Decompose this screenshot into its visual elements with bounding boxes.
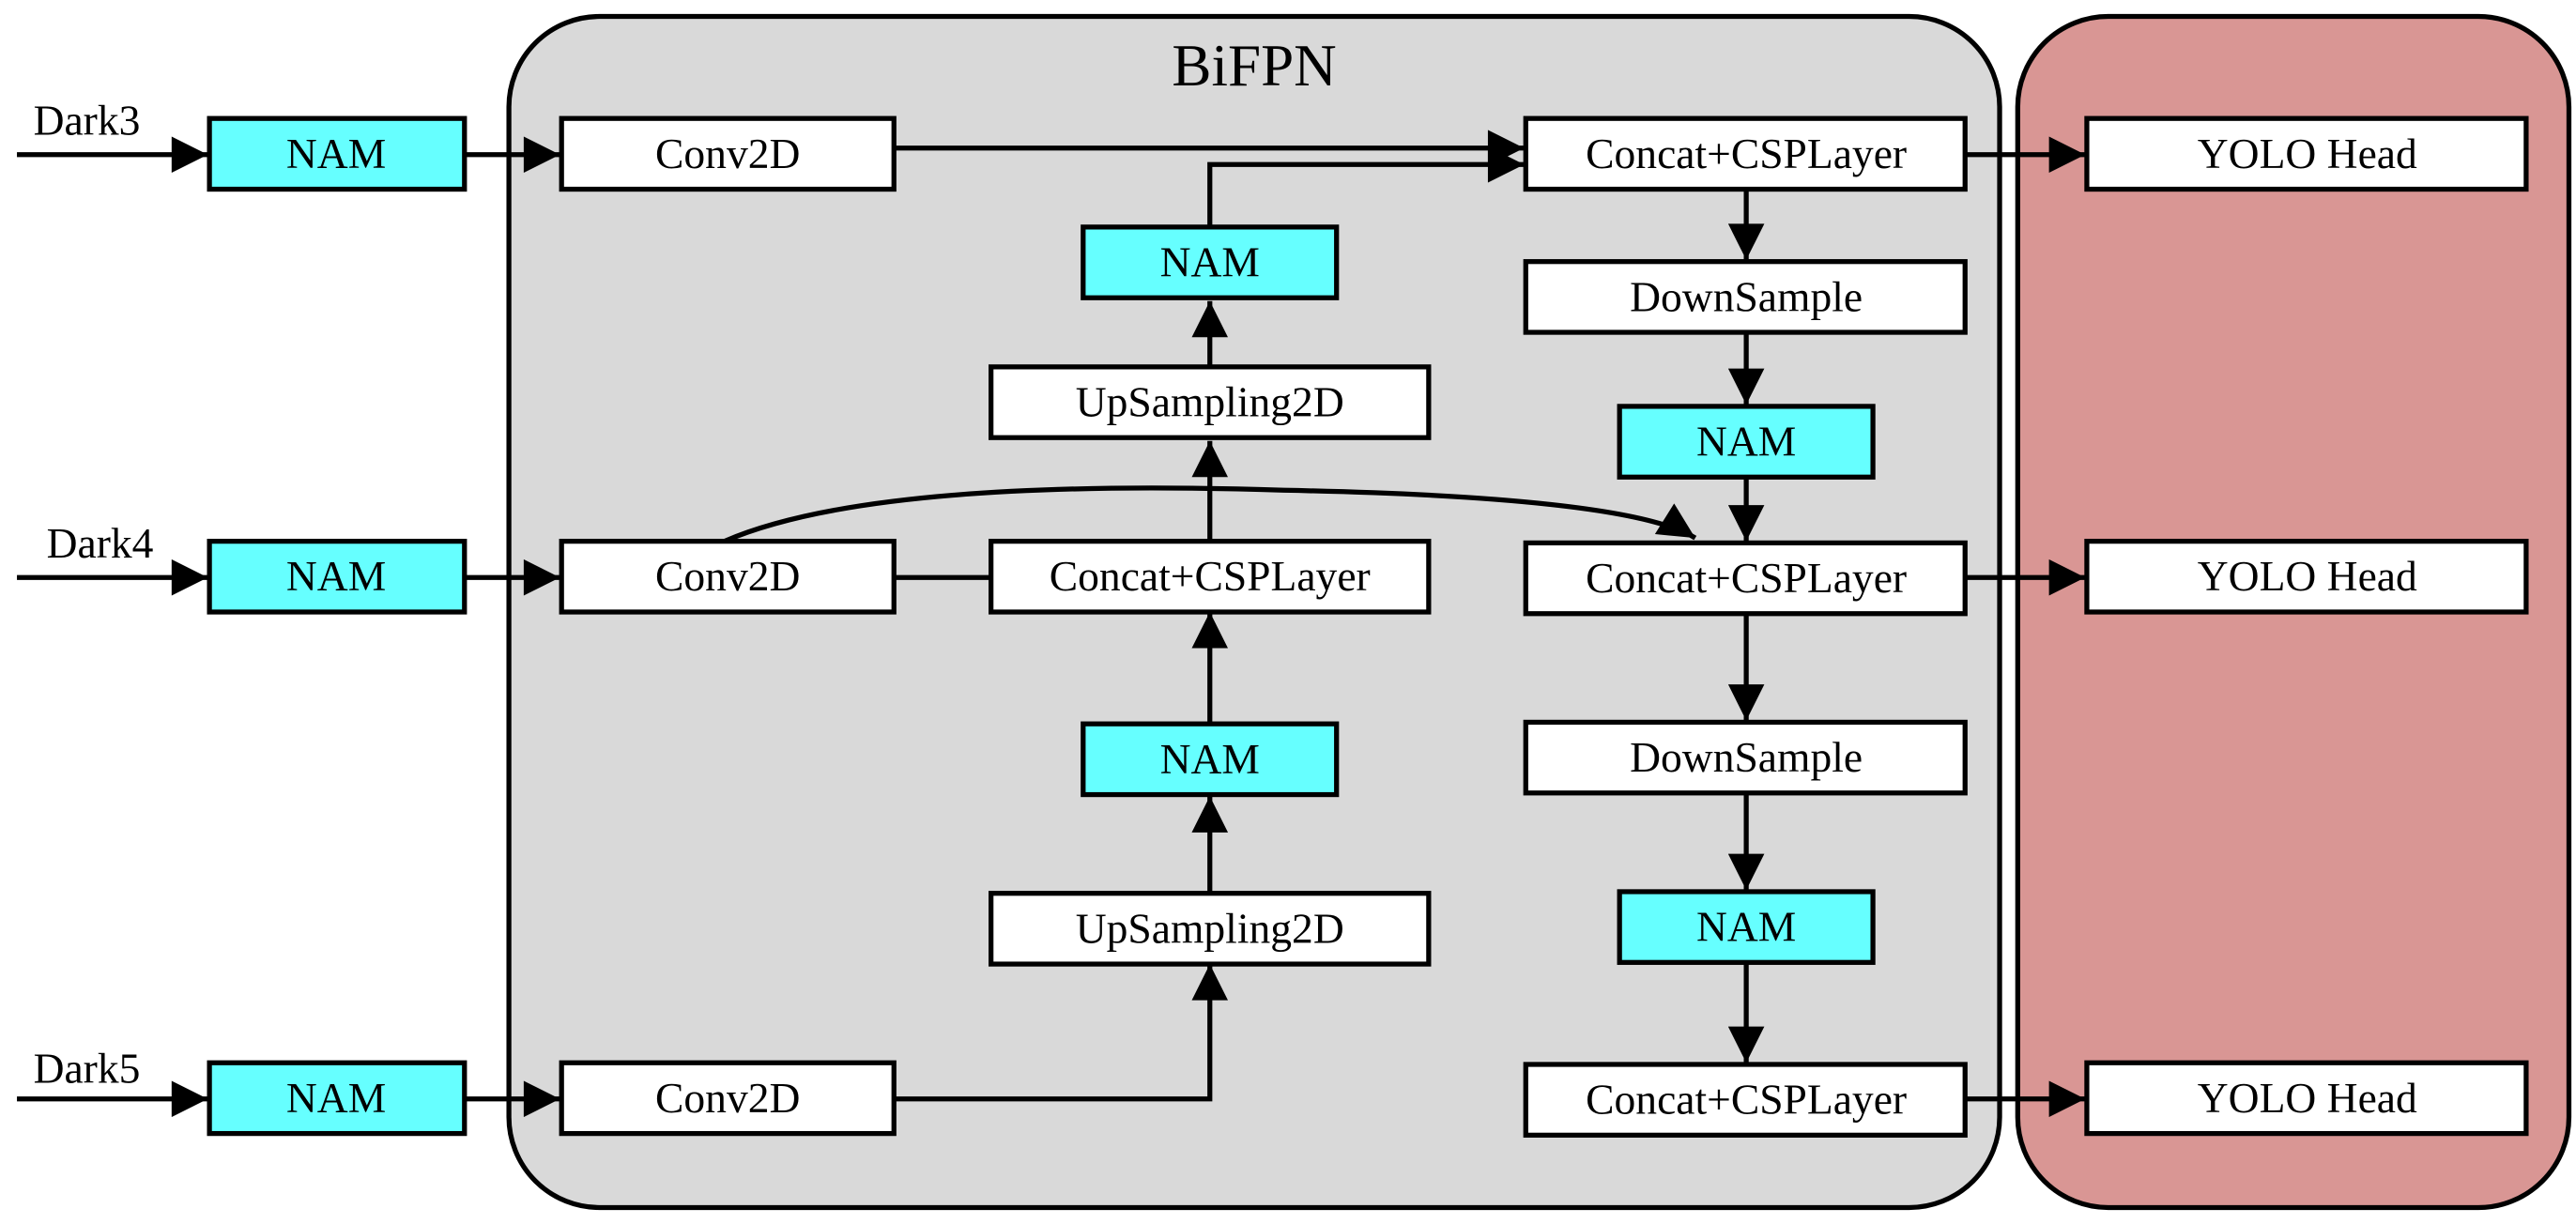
yolo-head-mid-label: YOLO Head (2198, 552, 2417, 600)
conv2d-dark3-label: Conv2D (655, 130, 800, 177)
nam-input-3: NAM (207, 115, 468, 192)
nam-input-4-label: NAM (286, 552, 386, 600)
input-label-dark4: Dark4 (47, 519, 154, 567)
yolo-head-top: YOLO Head (2084, 115, 2529, 192)
concat-csplayer-top-label: Concat+CSPLayer (1586, 130, 1907, 177)
downsample-upper: DownSample (1523, 259, 1968, 335)
yolo-head-top-label: YOLO Head (2198, 130, 2417, 177)
yolo-head-bottom: YOLO Head (2084, 1060, 2529, 1137)
nam-upper-mid-label: NAM (1160, 237, 1260, 285)
upsampling2d-lower-label: UpSampling2D (1076, 904, 1344, 952)
yolo-head-bottom-label: YOLO Head (2198, 1074, 2417, 1122)
nam-upper-to-concat-top-arrow (1207, 145, 1525, 226)
input-label-dark5: Dark5 (34, 1044, 141, 1092)
nam-right-lower-label: NAM (1696, 903, 1796, 951)
upsampling2d-upper-label: UpSampling2D (1076, 377, 1344, 425)
yolo-head-mid: YOLO Head (2084, 539, 2529, 615)
nam-input-4: NAM (207, 539, 468, 615)
concat-csplayer-top: Concat+CSPLayer (1523, 115, 1968, 192)
concat-csplayer-mid-right-label: Concat+CSPLayer (1586, 554, 1907, 602)
upsampling2d-lower: UpSampling2D (989, 891, 1432, 967)
nam-input-3-label: NAM (286, 130, 386, 177)
concat-csplayer-mid-left: Concat+CSPLayer (989, 539, 1432, 615)
connections (17, 130, 2086, 1118)
conv4-skip-to-concat-mid-right-arrow (723, 485, 1697, 544)
concat-csplayer-bottom-label: Concat+CSPLayer (1586, 1076, 1907, 1124)
upsampling2d-upper: UpSampling2D (989, 364, 1432, 440)
nam-right-upper-label: NAM (1696, 417, 1796, 465)
nam-right-lower: NAM (1617, 889, 1876, 965)
downsample-lower-label: DownSample (1630, 733, 1863, 781)
input-label-dark3: Dark3 (34, 97, 141, 145)
downsample-upper-label: DownSample (1630, 272, 1863, 320)
conv2d-dark5-label: Conv2D (655, 1074, 800, 1122)
conv2d-dark3: Conv2D (559, 115, 897, 192)
conv2d-dark5: Conv2D (559, 1060, 897, 1137)
nam-input-5: NAM (207, 1060, 468, 1137)
concat-csplayer-mid-left-label: Concat+CSPLayer (1050, 552, 1371, 600)
nam-lower-mid: NAM (1081, 721, 1340, 798)
conv5-to-upsample-bottom-arrow (894, 964, 1229, 1102)
concat-csplayer-mid-right: Concat+CSPLayer (1523, 540, 1968, 617)
nam-right-upper: NAM (1617, 404, 1876, 480)
conv2d-dark4-label: Conv2D (655, 552, 800, 600)
nam-lower-mid-label: NAM (1160, 735, 1260, 783)
bifpn-title: BiFPN (1172, 33, 1336, 99)
concat-csplayer-bottom: Concat+CSPLayer (1523, 1062, 1968, 1138)
downsample-lower: DownSample (1523, 719, 1968, 796)
nam-upper-mid: NAM (1081, 224, 1340, 300)
conv2d-dark4: Conv2D (559, 539, 897, 615)
nam-input-5-label: NAM (286, 1074, 386, 1122)
